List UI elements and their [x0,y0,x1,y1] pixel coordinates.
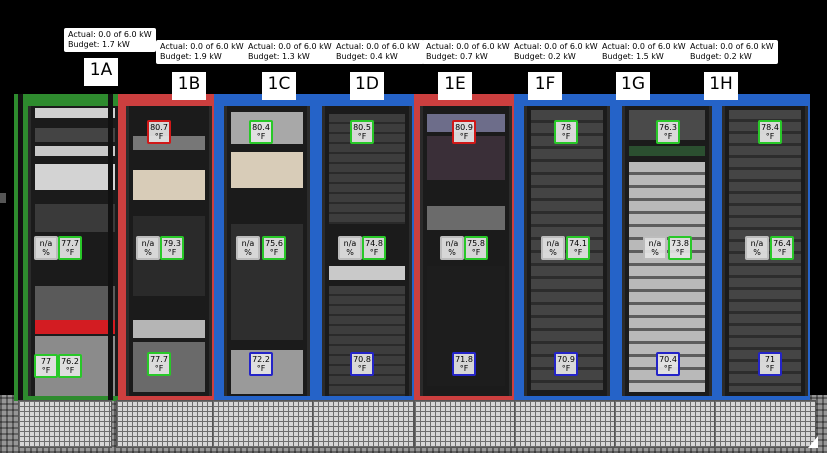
rack-1h-label[interactable]: 1H [704,72,738,100]
floor-tile [714,400,816,448]
floor-tile [116,400,214,448]
rack-1f-temp-sensor-bottom[interactable]: 70.9°F [554,352,578,376]
rack-1a-temp-sensor-mid[interactable]: 77.7°F [58,236,82,260]
rack-1h-temp-sensor-top[interactable]: 78.4°F [758,120,782,144]
rack-1h-temp-sensor-bottom[interactable]: 71°F [758,352,782,376]
floor-tile [18,400,112,448]
rack-1e-temp-sensor-mid[interactable]: 75.8°F [464,236,488,260]
rack-1c-humidity-sensor[interactable]: n/a% [236,236,260,260]
rack-1g-label[interactable]: 1G [616,72,650,100]
rack-1f-label[interactable]: 1F [528,72,562,100]
rack-1e-humidity-sensor[interactable]: n/a% [440,236,464,260]
rack-1g-temp-sensor-bottom[interactable]: 70.4°F [656,352,680,376]
rack-1d-temp-sensor-bottom[interactable]: 70.8°F [350,352,374,376]
rack-1e-label[interactable]: 1E [438,72,472,100]
rack-1b-temp-sensor-bottom[interactable]: 77.7°F [147,352,171,376]
rack-1c-temp-sensor-top[interactable]: 80.4°F [249,120,273,144]
rack-1h-temp-sensor-mid[interactable]: 76.4°F [770,236,794,260]
rack-1b-temp-sensor-mid[interactable]: 79.3°F [160,236,184,260]
rack-1b-humidity-sensor[interactable]: n/a% [136,236,160,260]
rack-1a-temp-sensor-bottom-2[interactable]: 76.2°F [58,354,82,378]
rack-1g-humidity-sensor[interactable]: n/a% [643,236,667,260]
rack-1f-temp-sensor-top[interactable]: 78°F [554,120,578,144]
rack-1a-body[interactable] [28,106,122,396]
floor-tile [312,400,414,448]
rack-1a-label[interactable]: 1A [84,58,118,86]
rack-1g-body[interactable] [622,106,712,396]
rack-1e-temp-sensor-top[interactable]: 80.9°F [452,120,476,144]
rack-1a-humidity-sensor[interactable]: n/a% [34,236,58,260]
floor-tile [414,400,516,448]
rack-1d-temp-sensor-top[interactable]: 80.5°F [350,120,374,144]
rack-1d-humidity-sensor[interactable]: n/a% [338,236,362,260]
rack-1a-temp-sensor-bottom[interactable]: 77°F [34,354,58,378]
rack-1a-post [108,94,113,400]
rack-1c-temp-sensor-mid[interactable]: 75.6°F [262,236,286,260]
rack-1b-temp-sensor-top[interactable]: 80.7°F [147,120,171,144]
rack-1f-temp-sensor-mid[interactable]: 74.1°F [566,236,590,260]
rack-1d-temp-sensor-mid[interactable]: 74.8°F [362,236,386,260]
rack-1d-label[interactable]: 1D [350,72,384,100]
rack-1a-post [18,94,23,400]
floor-tile [212,400,314,448]
rack-1g-temp-sensor-top[interactable]: 76.3°F [656,120,680,144]
view-corner-marker [808,436,818,448]
floor-tile [514,400,616,448]
rack-1b-label[interactable]: 1B [172,72,206,100]
rack-1h-humidity-sensor[interactable]: n/a% [745,236,769,260]
rack-1e-temp-sensor-bottom[interactable]: 71.8°F [452,352,476,376]
rack-1c-label[interactable]: 1C [262,72,296,100]
rack-1g-temp-sensor-mid[interactable]: 73.8°F [668,236,692,260]
rack-1e-body[interactable] [420,106,512,396]
rack-1f-humidity-sensor[interactable]: n/a% [541,236,565,260]
scene-edge-marker [0,193,6,203]
floor-tile [614,400,716,448]
rack-1c-temp-sensor-bottom[interactable]: 72.2°F [249,352,273,376]
